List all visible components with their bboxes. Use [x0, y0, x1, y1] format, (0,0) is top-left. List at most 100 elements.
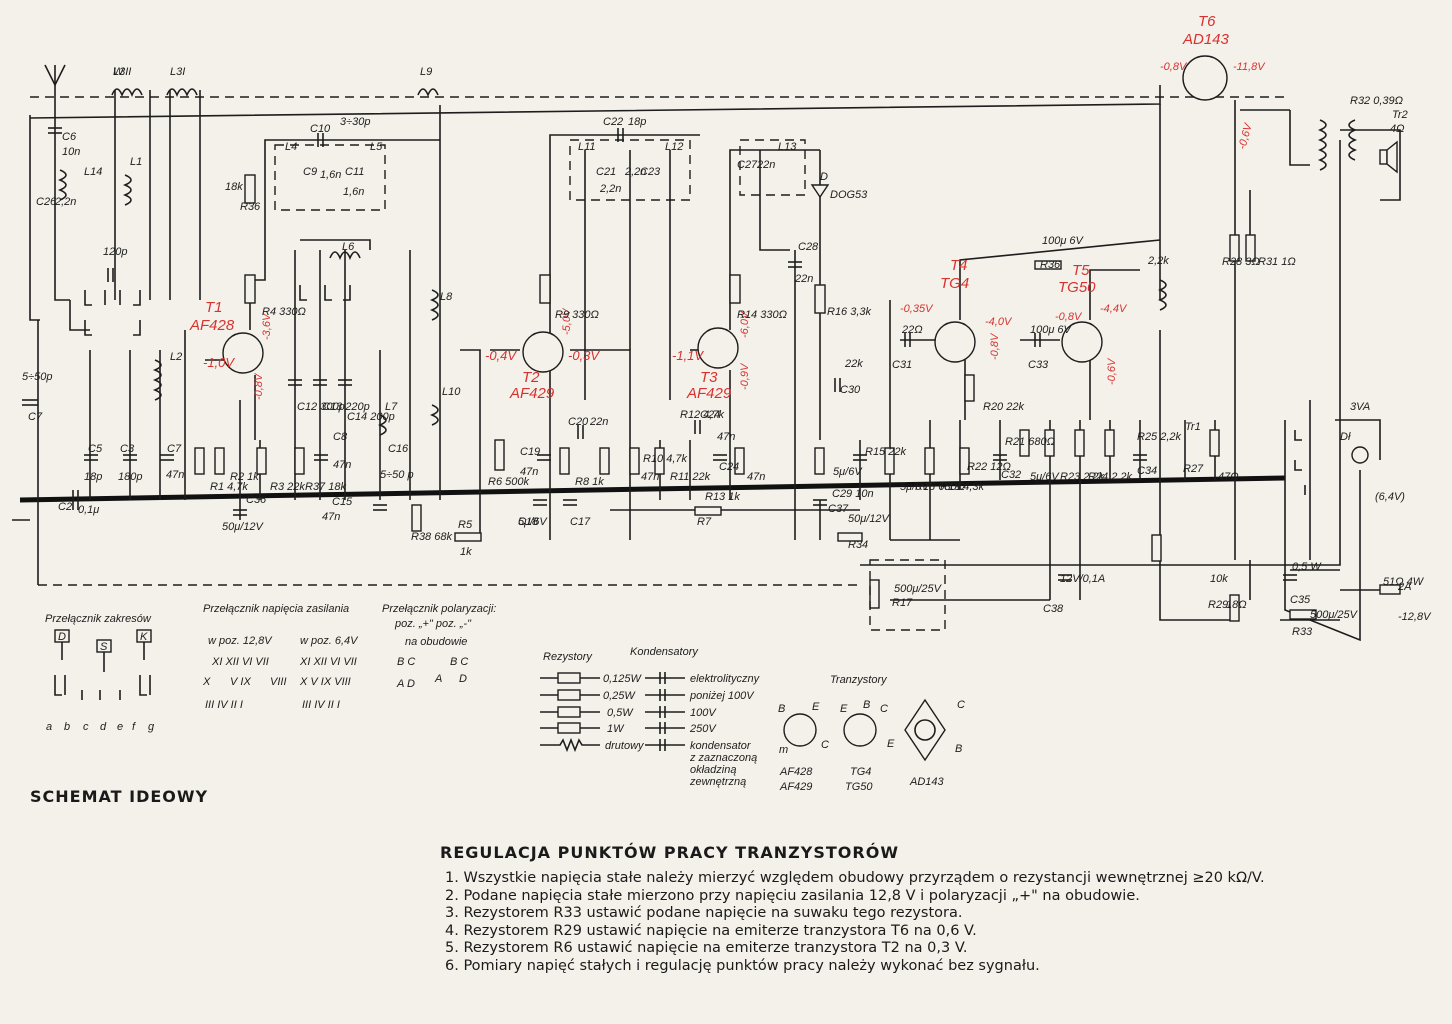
t4-v-emitter: -0,8V: [989, 332, 1001, 360]
svg-text:VIII: VIII: [270, 676, 287, 688]
component-label: R32 0,39Ω: [1350, 95, 1403, 107]
component-label: 47n: [322, 511, 340, 523]
resistor-symbol: [814, 284, 826, 314]
component-label: C23: [640, 166, 661, 178]
resistor-symbol: [454, 532, 482, 542]
coil-symbol: [329, 251, 361, 261]
t3-ref: T3: [700, 369, 718, 386]
coil-symbol: [1317, 119, 1327, 171]
component-label: C28: [798, 241, 819, 253]
component-label: C32: [1001, 469, 1021, 481]
component-label: L6: [342, 241, 355, 253]
svg-text:AD143: AD143: [909, 776, 945, 788]
component-label: 500μ/25V: [894, 583, 943, 595]
t5-ref: T5: [1072, 262, 1090, 279]
component-label: 1,6n: [320, 169, 341, 181]
polarity-switch: [1294, 430, 1306, 495]
component-label: C16: [388, 443, 409, 455]
resistor-symbol: [959, 447, 970, 475]
component-label: R34: [848, 539, 868, 551]
svg-text:C: C: [821, 739, 829, 751]
svg-text:a: a: [46, 721, 52, 733]
coil-symbol: [166, 88, 198, 98]
resistors-title: Rezystory: [543, 651, 593, 663]
coil-symbol: [57, 169, 67, 201]
transistor-packages: B E C m E B C C E B AF428 AF429 TG4 TG50…: [778, 698, 965, 793]
resistor-symbol: [814, 447, 825, 475]
svg-text:K: K: [140, 631, 148, 643]
svg-text:0,125W: 0,125W: [603, 673, 643, 685]
t4-type: TG4: [940, 275, 969, 292]
component-label: 10n: [62, 146, 80, 158]
diode-symbol: [810, 184, 830, 199]
svg-text:c: c: [83, 721, 89, 733]
component-label: 5÷50 p: [380, 469, 414, 481]
resistor-symbol: [294, 447, 305, 475]
component-label: C8: [333, 431, 348, 443]
component-label: C5: [88, 443, 103, 455]
component-label: 180p: [118, 471, 142, 483]
wiring: [19, 65, 1401, 642]
component-label: R9 330Ω: [555, 309, 599, 321]
component-label: C18: [518, 516, 539, 528]
lamp-symbol: [1351, 446, 1369, 464]
component-label: R7: [697, 516, 712, 528]
component-label: C31: [892, 359, 912, 371]
resistor-symbol: [694, 506, 722, 516]
svg-text:III IV II I: III IV II I: [302, 699, 340, 711]
t4-ref: T4: [950, 257, 968, 274]
component-label: C33: [1028, 359, 1049, 371]
svg-text:B: B: [955, 743, 962, 755]
component-label: L10: [442, 386, 461, 398]
svg-text:f: f: [132, 721, 136, 733]
component-label: C27: [737, 159, 758, 171]
t6-v-emitter: -0,6V: [1236, 121, 1255, 151]
component-label: D: [820, 171, 828, 183]
resistor-symbol: [194, 447, 205, 475]
svg-text:elektrolityczny: elektrolityczny: [690, 673, 761, 685]
component-label: R16 3,3k: [827, 306, 872, 318]
transistor-t4-symbol: [934, 321, 976, 363]
t4-v-base: -0,35V: [900, 303, 934, 315]
component-label: 1k: [460, 546, 472, 558]
component-label: R18 680Ω: [915, 481, 965, 493]
range-switch-title: Przełącznik zakresów: [45, 613, 152, 625]
resistor-symbol: [244, 274, 256, 304]
svg-text:E: E: [840, 703, 848, 715]
component-label: L5: [370, 141, 383, 153]
supply-pos-1: w poz. 12,8V: [208, 635, 273, 647]
svg-text:0,25W: 0,25W: [603, 690, 636, 702]
resistor-symbol: [1074, 429, 1085, 457]
component-label: 0,1μ: [78, 504, 99, 516]
t1-v-emitter: -0,8V: [253, 372, 265, 400]
supply-switch-title: Przełącznik napięcia zasilania: [203, 603, 349, 615]
coil-symbol: [1348, 119, 1358, 161]
component-label: 5μ/6V: [900, 481, 930, 493]
instructions-list: 1. Wszystkie napięcia stałe należy mierz…: [445, 870, 1445, 975]
component-label: 47Ω: [1218, 471, 1239, 483]
svg-text:B C: B C: [450, 656, 468, 668]
component-label: 22n: [589, 416, 608, 428]
component-label: 500μ/25V: [1310, 609, 1359, 621]
ground-bus: [19, 475, 1286, 503]
resistor-symbol: [924, 447, 935, 475]
component-label: L8: [440, 291, 453, 303]
t6-ref: T6: [1198, 13, 1216, 30]
component-label: C36: [246, 494, 267, 506]
component-label: R11 22k: [670, 471, 711, 483]
component-label: R21 680Ω: [1005, 436, 1055, 448]
component-label: (6,4V): [1375, 491, 1405, 503]
component-label: C9: [303, 166, 317, 178]
coil-symbol: [417, 88, 439, 98]
component-label: 47n: [747, 471, 765, 483]
transistor-t3-symbol: [697, 327, 739, 369]
component-label: 51Ω 4W: [1383, 576, 1425, 588]
instruction-item: 3. Rezystorem R33 ustawić podane napięci…: [445, 905, 963, 921]
capacitor-legend: elektrolityczny poniżej 100V 100V 250V: [645, 672, 761, 751]
component-label: L7: [385, 401, 398, 413]
resistor-legend: 0,125W 0,25W 0,5W 1W drutowy: [540, 672, 645, 753]
t3-v-base: -1,1V: [672, 348, 704, 363]
